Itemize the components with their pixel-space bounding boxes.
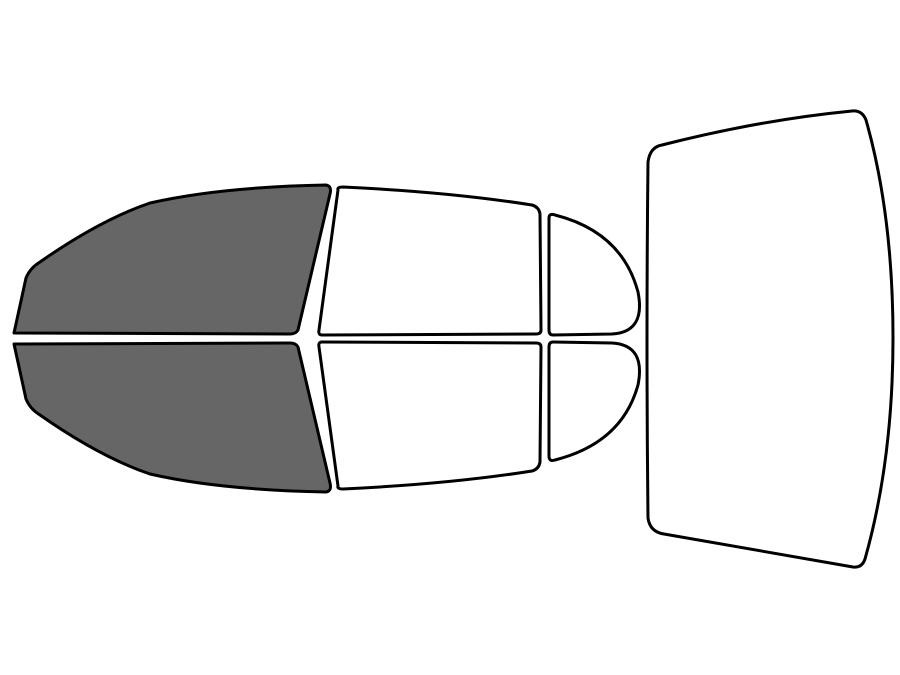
rear-passenger-quarter-window[interactable] [547,340,641,462]
rear-windshield[interactable] [645,109,895,569]
rear-passenger-window[interactable] [317,340,543,491]
rear-driver-quarter-window[interactable] [547,212,641,337]
rear-driver-window[interactable] [317,185,543,337]
front-passenger-window[interactable] [12,341,332,494]
front-driver-window[interactable] [12,183,332,336]
